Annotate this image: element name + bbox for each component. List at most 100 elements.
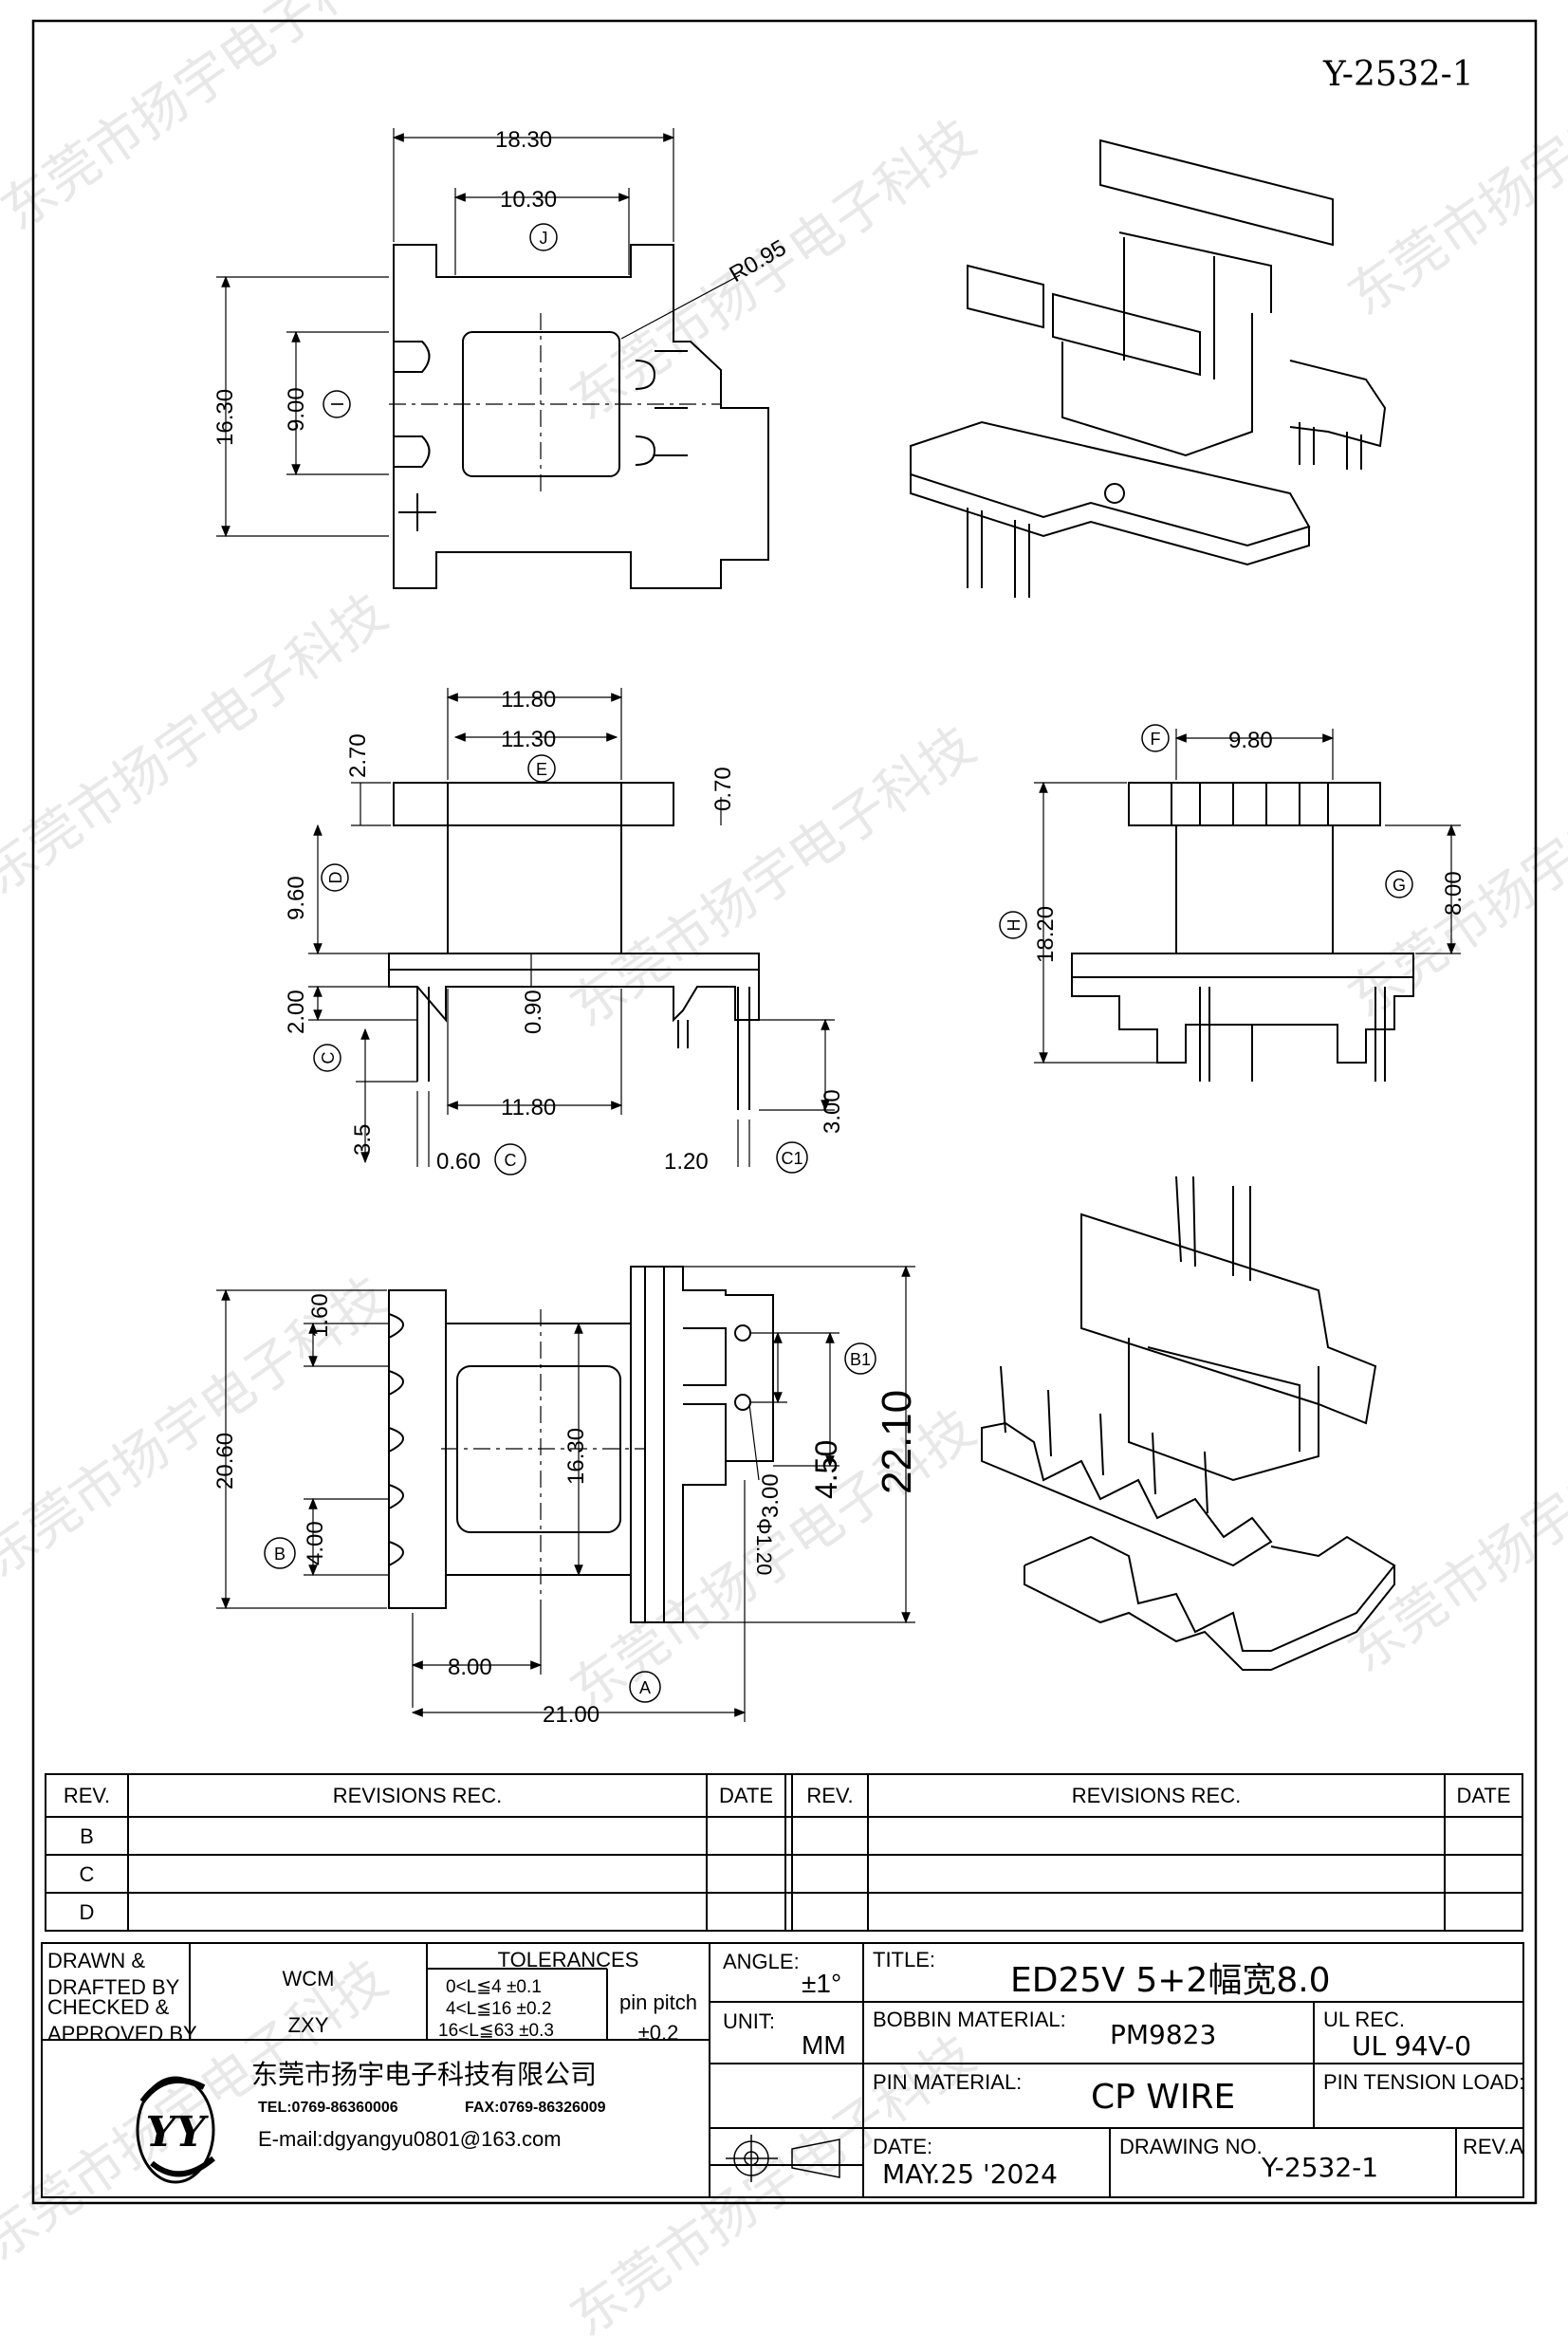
revisions-rec-header: REVISIONS REC. — [1071, 1784, 1242, 1807]
checked-label: CHECKED & APPROVED BY — [47, 1995, 197, 2046]
dim-text: Φ1.20 — [752, 1518, 776, 1575]
side-view-outline — [1071, 782, 1414, 1082]
bottom-view-dimlines — [216, 1265, 915, 1722]
tolerance-row: 0<L≦4 ±0.1 — [446, 1977, 542, 1997]
top-view-dimlines — [216, 128, 741, 538]
side-view-dimlines — [1034, 729, 1461, 1064]
bobbin-material-value: PM9823 — [1110, 2019, 1217, 2050]
dim-text: 9.80 — [1228, 728, 1273, 753]
front-view-outline — [388, 782, 760, 1110]
logo-text: YY — [146, 2108, 209, 2157]
ref-letter: H — [1005, 919, 1024, 932]
ul-rec-label: UL REC. — [1323, 2008, 1405, 2031]
dim-text: 1.20 — [664, 1149, 709, 1175]
title-label: TITLE: — [873, 1948, 936, 1972]
top-view-centerlines — [389, 313, 721, 493]
ref-letter: C — [319, 1052, 338, 1064]
ref-letter: B — [274, 1545, 286, 1564]
dim-text: 18.20 — [1033, 906, 1059, 963]
bobbin-material-label: BOBBIN MATERIAL: — [873, 2008, 1066, 2031]
ref-letter: D — [326, 872, 345, 884]
dim-text: 1.60 — [307, 1293, 333, 1338]
dim-text: 22.10 — [874, 1390, 920, 1494]
date-header: DATE — [1456, 1784, 1511, 1807]
ref-letter: E — [536, 760, 547, 779]
company-name: 东莞市扬宇电子科技有限公司 — [251, 2059, 598, 2090]
ref-letter: F — [1151, 730, 1161, 749]
dim-text: 2.70 — [345, 733, 371, 778]
dim-text: 4.00 — [303, 1521, 328, 1565]
rev-row-label: D — [79, 1900, 95, 1924]
dim-text: 18.30 — [495, 127, 552, 153]
dim-text: 0.90 — [521, 990, 546, 1034]
drawing-no-label: DRAWING NO. — [1119, 2135, 1263, 2158]
dim-text: 11.80 — [501, 1095, 556, 1120]
projection-symbol-icon — [726, 2135, 840, 2182]
revisions-table-lines — [45, 1773, 1523, 1932]
drawing-no-value: Y-2532-1 — [1262, 2152, 1379, 2183]
checked-by: ZXY — [287, 2013, 329, 2037]
date-header: DATE — [718, 1784, 774, 1807]
revisions-rec-header: REVISIONS REC. — [332, 1784, 503, 1807]
dim-text: 3.00 — [758, 1473, 784, 1518]
pin-material-value: CP WIRE — [1091, 2078, 1236, 2117]
drawing-code: Y-2532-1 — [1322, 55, 1474, 94]
tolerance-row: 16<L≦63 ±0.3 — [438, 2021, 554, 2041]
company-fax: FAX:0769-86326009 — [465, 2100, 606, 2116]
title-value: ED25V 5+2幅宽8.0 — [1010, 1961, 1331, 2000]
unit-value: MM — [802, 2030, 846, 2060]
dim-text: 21.00 — [543, 1702, 600, 1728]
title-block-lines — [41, 1942, 1524, 2198]
pin-tension-label: PIN TENSION LOAD: — [1323, 2070, 1525, 2094]
top-view-outline — [393, 244, 769, 589]
dim-text: 3.00 — [820, 1089, 845, 1134]
ref-letter: C1 — [781, 1149, 802, 1168]
technical-drawing: 18.30 10.30 R0.95 16.30 9.00 11.80 11.30… — [31, 19, 1538, 2205]
company-logo-icon — [136, 2076, 215, 2184]
dim-text: 8.00 — [448, 1655, 492, 1680]
rev-header: REV. — [806, 1784, 854, 1807]
ref-letter: J — [540, 229, 548, 248]
ref-letter: G — [1393, 876, 1406, 895]
front-view-dimlines — [308, 688, 835, 1167]
reference-bubbles — [264, 223, 1413, 1703]
dim-text: 20.60 — [212, 1433, 238, 1490]
pin-pitch-value: ±0.2 — [637, 2021, 679, 2045]
rev-header: REV. — [63, 1784, 111, 1807]
dim-text: 11.80 — [501, 687, 556, 713]
drawing-frame — [31, 19, 1538, 2205]
drawn-by: WCM — [282, 1967, 335, 1990]
pin-material-label: PIN MATERIAL: — [873, 2070, 1023, 2094]
dim-text: 16.30 — [212, 389, 238, 446]
company-email: E-mail:dgyangyu0801@163.com — [258, 2127, 562, 2151]
dim-text: 3.5 — [350, 1124, 376, 1156]
tolerances-label: TOLERANCES — [497, 1948, 639, 1972]
ref-letter: B1 — [850, 1350, 871, 1369]
rev-row-label: B — [80, 1824, 94, 1848]
pin-pitch-label: pin pitch — [619, 1990, 697, 2014]
tolerance-row: 4<L≦16 ±0.2 — [446, 1999, 552, 2019]
dim-text: 8.00 — [1441, 871, 1467, 916]
bottom-view-centerlines — [441, 1309, 645, 1613]
date-label: DATE: — [873, 2135, 933, 2158]
iso-view-bottom — [981, 1176, 1396, 1671]
ref-letter: C — [505, 1151, 517, 1170]
dim-text: 9.00 — [284, 387, 309, 432]
rev-label: REV.A — [1463, 2135, 1524, 2158]
dim-text: R0.95 — [726, 235, 791, 287]
dim-text: 0.70 — [710, 767, 736, 811]
dim-text: 11.30 — [501, 727, 556, 752]
angle-value: ±1° — [802, 1969, 842, 1998]
unit-label: UNIT: — [723, 2009, 775, 2033]
dim-text: 4.50 — [809, 1440, 843, 1499]
drawn-label: DRAWN & DRAFTED BY — [47, 1949, 180, 1999]
dim-text: 9.60 — [284, 876, 309, 920]
company-tel: TEL:0769-86360006 — [258, 2100, 398, 2116]
ref-letter: I — [328, 401, 347, 406]
dim-text: 0.60 — [436, 1149, 481, 1175]
rev-row-label: C — [79, 1862, 95, 1886]
iso-view-top — [910, 139, 1387, 598]
angle-label: ANGLE: — [723, 1950, 800, 1973]
dim-text: 16.30 — [563, 1428, 589, 1485]
date-value: MAY.25 '2024 — [882, 2158, 1058, 2190]
